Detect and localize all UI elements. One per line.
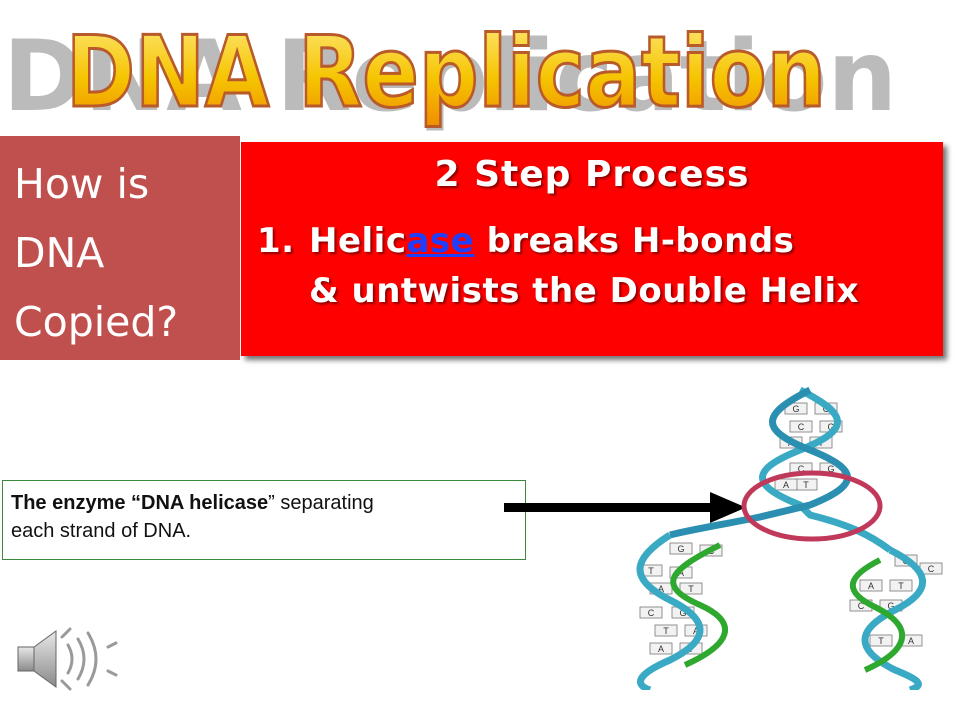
base-letter: A — [908, 636, 914, 646]
base-pair-box — [679, 582, 703, 595]
right-parent-strand — [861, 546, 927, 690]
base-pair-box — [859, 579, 883, 592]
caption-line-2: each strand of DNA. — [11, 520, 192, 542]
base-letter: G — [679, 608, 686, 618]
base-letter: G — [827, 422, 834, 432]
base-letter: G — [887, 601, 894, 611]
helicase-highlight-ellipse — [741, 470, 883, 542]
base-letter: T — [803, 480, 809, 490]
base-pair-box — [869, 634, 893, 647]
process-heading: 2 Step Process — [434, 154, 750, 195]
base-pair-box — [639, 606, 663, 619]
caption-box: The enzyme “DNA helicase” separating eac… — [2, 480, 526, 560]
speaker-icon[interactable] — [12, 625, 122, 695]
base-letter: C — [798, 464, 805, 474]
base-letter: C — [928, 564, 935, 574]
base-pair-box — [774, 478, 798, 491]
left-new-strand — [670, 542, 728, 668]
caption-normal: ” separating — [268, 492, 374, 514]
base-letter: T — [648, 566, 654, 576]
base-letter: A — [678, 568, 684, 578]
title-banner: DNA Replication DNA Replication — [0, 0, 960, 150]
question-line-1: How is — [14, 160, 150, 208]
step-1-line: 1. Helicase breaks H-bonds — [257, 216, 794, 266]
question-line-2: DNA — [14, 229, 105, 277]
base-letter: C — [798, 422, 805, 432]
step-number: 1. — [257, 221, 295, 261]
base-letter: G — [792, 404, 799, 414]
base-pair-box — [654, 624, 678, 637]
base-pair-box — [669, 542, 693, 555]
step-1-line-2: & untwists the Double Helix — [309, 271, 860, 311]
base-pair-box — [789, 420, 813, 433]
step-text-part1: Helic — [309, 221, 407, 261]
base-pair-box — [649, 642, 673, 655]
base-letter: G — [827, 464, 834, 474]
base-letter: T — [688, 584, 694, 594]
base-letter: C — [648, 608, 655, 618]
base-letter: T — [878, 636, 884, 646]
caption-bold: The enzyme “DNA helicase — [11, 492, 269, 514]
slide-title-shadow: DNA Replication — [3, 20, 897, 134]
slide-title: DNA Replication — [66, 16, 826, 130]
right-new-strand — [850, 557, 906, 673]
base-letter: T — [898, 581, 904, 591]
base-letter: C — [858, 601, 865, 611]
base-letter: T — [663, 626, 669, 636]
base-letter: A — [693, 626, 699, 636]
base-letter: G — [677, 544, 684, 554]
step-text-part2: breaks H-bonds — [474, 221, 795, 261]
base-letter: A — [658, 644, 664, 654]
base-letter: A — [783, 480, 789, 490]
question-line-3: Copied? — [14, 298, 179, 346]
helix-strand-a — [759, 386, 893, 553]
left-parent-strand — [636, 532, 704, 690]
base-pair-box — [889, 579, 913, 592]
base-letter: A — [868, 581, 874, 591]
pointer-arrow — [504, 492, 746, 523]
base-letter: A — [658, 584, 664, 594]
enzyme-suffix-link[interactable]: ase — [406, 221, 475, 261]
process-box: 2 Step Process 1. Helicase breaks H-bonds… — [241, 142, 943, 356]
question-box: How is DNA Copied? — [0, 136, 240, 360]
